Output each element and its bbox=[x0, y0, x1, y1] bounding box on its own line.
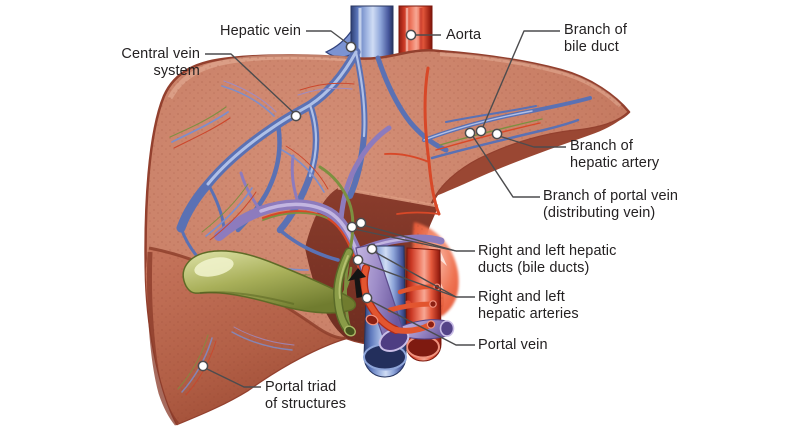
liver-body bbox=[144, 48, 631, 426]
marker-bile-duct-branch bbox=[475, 125, 487, 137]
liver-right-wedge-rim bbox=[436, 112, 629, 196]
label-branch-of-portal-vein: Branch of portal vein (distributing vein… bbox=[543, 188, 679, 221]
label-aorta: Aorta bbox=[446, 27, 482, 43]
label-portal-vein: Portal vein bbox=[478, 337, 548, 353]
label-branch-of-bile-duct: Branch of bile duct bbox=[564, 22, 627, 55]
portal-triad-bundles bbox=[169, 80, 355, 396]
marker-portal-vein-branch bbox=[464, 127, 476, 139]
hepatic-artery-tubes bbox=[360, 264, 441, 334]
marker-hepatic-duct-left bbox=[346, 221, 358, 233]
hilum-vessels bbox=[333, 243, 455, 378]
gallbladder bbox=[182, 250, 357, 314]
label-right-left-hepatic-ducts: Right and left hepatic ducts (bile ducts… bbox=[478, 243, 617, 276]
marker-hepatic-vein bbox=[345, 41, 357, 53]
marker-portal-triad bbox=[197, 360, 209, 372]
label-branch-of-hepatic-artery: Branch of hepatic artery bbox=[570, 138, 660, 171]
marker-hepatic-duct-right bbox=[355, 217, 367, 229]
flow-arrow bbox=[348, 268, 366, 298]
label-hepatic-vein: Hepatic vein bbox=[220, 23, 301, 39]
marker-hepatic-artery-branch bbox=[491, 128, 503, 140]
marker-hepatic-artery-left bbox=[352, 254, 364, 266]
label-portal-triad: Portal triad of structures bbox=[265, 379, 347, 412]
bile-duct-tube bbox=[333, 247, 356, 337]
label-right-left-hepatic-arteries: Right and left hepatic arteries bbox=[478, 289, 579, 322]
marker-portal-vein bbox=[361, 292, 373, 304]
marker-central-vein bbox=[290, 110, 302, 122]
marker-hepatic-artery-right bbox=[366, 243, 378, 255]
leader-lines bbox=[204, 30, 566, 388]
marker-dots bbox=[197, 29, 503, 372]
marker-aorta bbox=[405, 29, 417, 41]
label-central-vein-system: Central vein system bbox=[121, 46, 200, 79]
